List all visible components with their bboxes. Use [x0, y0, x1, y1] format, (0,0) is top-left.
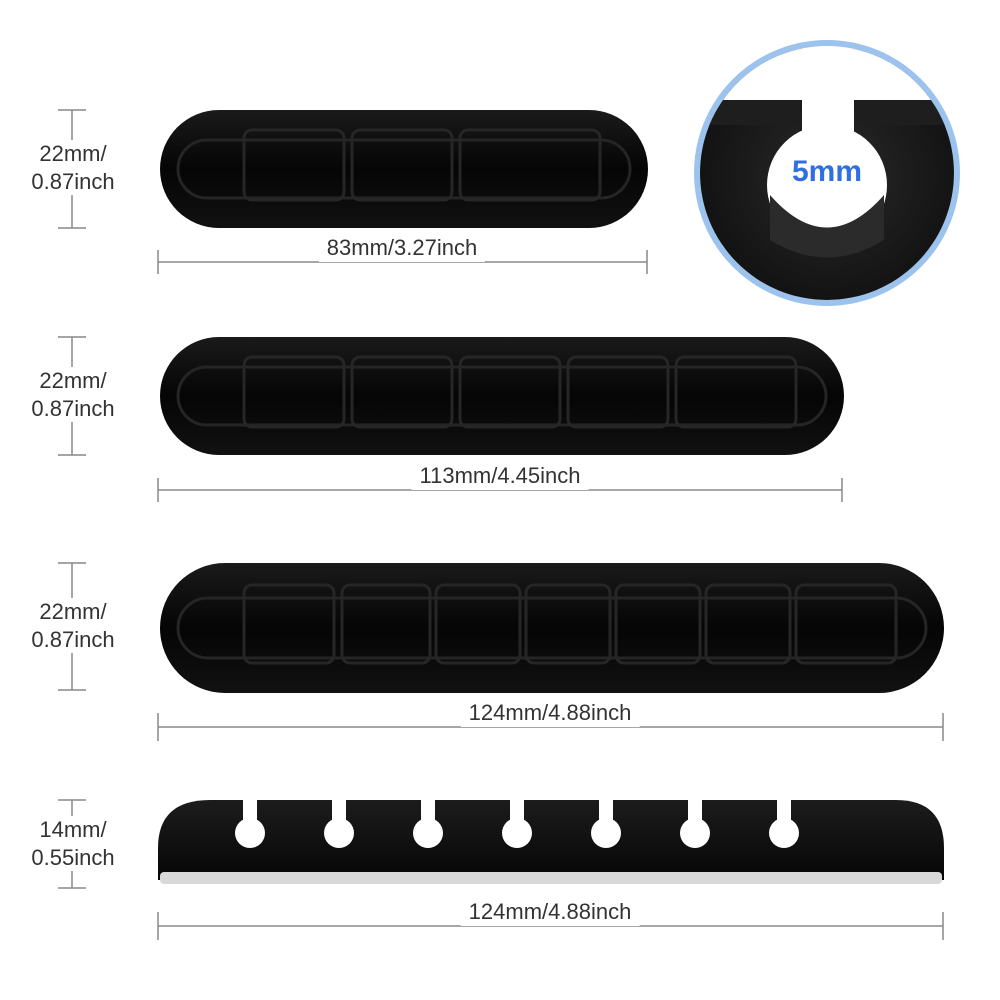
hole-diameter-label: 5mm: [791, 155, 863, 188]
organizer-body: [160, 337, 844, 455]
length-dimension-line: [157, 912, 944, 940]
organizer-4-slot: [58, 109, 648, 274]
organizer-body: [160, 563, 944, 693]
cable-holes: [235, 798, 799, 848]
organizer-body: [158, 800, 944, 880]
height-label-organizer-4: 14mm/ 0.55inch: [18, 816, 128, 871]
slot-dividers: [242, 583, 898, 665]
slot-dividers: [242, 128, 602, 202]
organizer-8-slot: [58, 562, 944, 741]
length-dimension-line: [157, 478, 843, 502]
organizer-7-hole-side-view: [58, 798, 944, 940]
organizer-body: [160, 110, 648, 228]
height-label-organizer-3: 22mm/ 0.87inch: [18, 598, 128, 653]
hole-closeup-inset: [694, 40, 960, 306]
height-label-organizer-1: 22mm/ 0.87inch: [18, 140, 128, 195]
length-dimension-line: [157, 713, 944, 741]
organizer-inner-channel: [176, 365, 828, 427]
length-dimension-line: [157, 250, 648, 274]
length-label-organizer-3: 124mm/4.88inch: [460, 699, 640, 727]
length-label-organizer-2: 113mm/4.45inch: [411, 462, 589, 490]
slot-dividers: [242, 355, 798, 429]
organizer-inner-channel: [176, 596, 928, 660]
organizer-inner-channel: [176, 138, 632, 200]
length-label-organizer-1: 83mm/3.27inch: [318, 234, 486, 262]
height-label-organizer-2: 22mm/ 0.87inch: [18, 367, 128, 422]
organizer-base: [160, 872, 942, 884]
length-label-organizer-4: 124mm/4.88inch: [460, 898, 640, 926]
organizer-6-slot: [58, 336, 844, 502]
